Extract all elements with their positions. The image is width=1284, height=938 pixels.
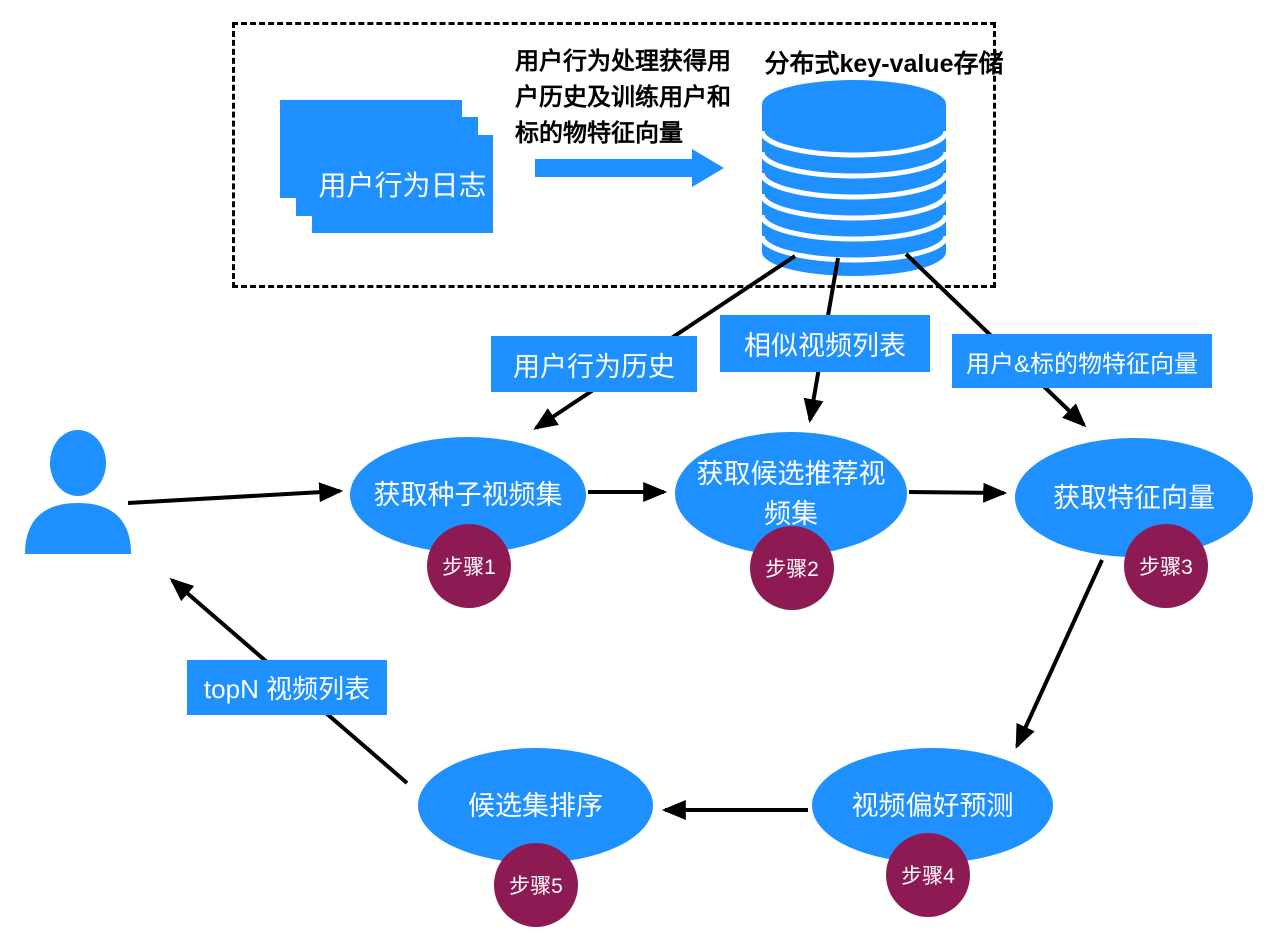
user-icon [25,430,131,554]
label-similar-video-list: 相似视频列表 [720,315,930,372]
arrow-step3-to-step4 [1015,559,1104,749]
node-step4-label: 视频偏好预测 [851,790,1014,821]
process-arrow-icon [535,149,724,187]
label-user-item-feature-vectors: 用户&标的物特征向量 [952,334,1212,388]
process-description-line2: 户历史及训练用户和 [515,84,731,111]
process-description-line3: 标的物特征向量 [515,120,683,147]
user-behavior-log-label: 用户行为日志 [318,170,487,201]
offline-section-box [232,22,996,288]
node-step1-label: 获取种子视频集 [373,480,563,510]
node-step5-label: 候选集排序 [468,790,603,821]
database-icon [759,80,949,276]
label-user-behavior-history: 用户行为历史 [491,336,697,392]
document-stack-front-icon: 用户行为日志 [312,135,493,233]
storage-title: 分布式key-value存储 [764,50,1004,78]
node-step2-label-line2: 频集 [764,498,818,529]
process-description: 用户行为处理获得用 户历史及训练用户和 标的物特征向量 [515,44,765,152]
badge-step2: 步骤2 [750,526,834,610]
arrow-user-to-step1 [127,482,344,505]
badge-step5: 步骤5 [494,843,578,927]
label-topn-video-list: topN 视频列表 [187,660,387,715]
badge-step4: 步骤4 [886,833,970,917]
node-step2-label-line1: 获取候选推荐视 [696,458,886,489]
process-description-line1: 用户行为处理获得用 [515,48,731,75]
node-step3-label: 获取特征向量 [1053,482,1215,513]
arrow-step2-to-step3 [908,482,1008,503]
badge-step1: 步骤1 [427,524,511,608]
badge-step3: 步骤3 [1124,524,1208,608]
